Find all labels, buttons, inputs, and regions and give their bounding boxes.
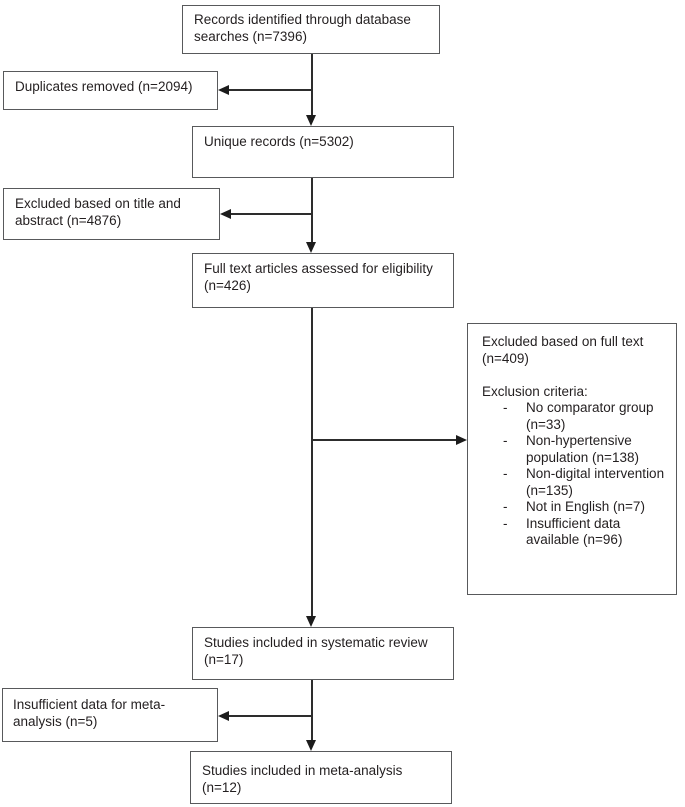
box-excluded-title-abstract: Excluded based on title and abstract (n=…: [3, 188, 220, 240]
arrow-left-icon: [218, 84, 229, 95]
exclusion-criteria-item: - Not in English (n=7): [482, 499, 668, 516]
arrow-down-icon: [306, 115, 316, 126]
arrow-left-icon: [218, 710, 229, 721]
exclusion-criteria-item: - Insufficient data available (n=96): [482, 516, 668, 549]
arrow-down-icon: [306, 740, 316, 751]
connector-branch-insufficient: [229, 715, 312, 717]
connector-branch-title-abstract: [231, 213, 312, 215]
connector-sysreview-to-meta: [311, 680, 313, 741]
list-dash: -: [503, 466, 508, 481]
box-duplicates-removed-label: Duplicates removed (n=2094): [15, 79, 193, 94]
box-systematic-review: Studies included in systematic review (n…: [192, 627, 454, 680]
arrow-left-icon: [220, 208, 231, 219]
exclusion-criteria-heading: Exclusion criteria:: [482, 383, 588, 399]
box-fulltext-assessed-label: Full text articles assessed for eligibil…: [204, 261, 433, 293]
connector-fulltext-to-sysreview: [311, 308, 313, 617]
box-records-identified-label: Records identified through database sear…: [194, 12, 411, 44]
box-meta-analysis: Studies included in meta-analysis (n=12): [190, 751, 452, 804]
exclusion-criteria-item-label: Not in English (n=7): [526, 499, 645, 514]
box-meta-analysis-label: Studies included in meta-analysis (n=12): [202, 763, 403, 795]
connector-records-to-unique: [311, 54, 313, 116]
arrow-down-icon: [306, 242, 316, 253]
exclusion-criteria-item: - Non-digital intervention (n=135): [482, 466, 668, 499]
exclusion-criteria-item: - No comparator group (n=33): [482, 400, 668, 433]
list-dash: -: [503, 433, 508, 448]
box-excluded-title-abstract-label: Excluded based on title and abstract (n=…: [15, 196, 181, 228]
box-insufficient-meta: Insufficient data for meta-analysis (n=5…: [2, 688, 218, 742]
box-insufficient-meta-label: Insufficient data for meta-analysis (n=5…: [13, 697, 166, 729]
box-excluded-fulltext: Excluded based on full text (n=409) Excl…: [467, 323, 677, 595]
exclusion-criteria-list: - No comparator group (n=33) - Non-hyper…: [482, 400, 668, 549]
exclusion-criteria-item-label: Non-digital intervention (n=135): [526, 466, 665, 498]
exclusion-criteria-item-label: No comparator group (n=33): [526, 400, 654, 432]
list-dash: -: [503, 400, 508, 415]
box-unique-records: Unique records (n=5302): [192, 126, 454, 178]
list-dash: -: [503, 499, 508, 514]
box-duplicates-removed: Duplicates removed (n=2094): [3, 71, 218, 110]
connector-branch-fulltext-excluded: [311, 439, 456, 441]
connector-branch-duplicates: [229, 89, 312, 91]
exclusion-criteria-item-label: Insufficient data available (n=96): [526, 515, 623, 548]
exclusion-criteria-item: - Non-hypertensive population (n=138): [482, 433, 668, 466]
arrow-down-icon: [306, 616, 316, 627]
box-unique-records-label: Unique records (n=5302): [204, 134, 354, 149]
list-dash: -: [503, 515, 508, 531]
box-systematic-review-label: Studies included in systematic review (n…: [204, 635, 428, 667]
box-records-identified: Records identified through database sear…: [182, 5, 440, 54]
exclusion-criteria-item-label: Non-hypertensive population (n=138): [526, 433, 639, 465]
box-excluded-fulltext-label: Excluded based on full text (n=409): [482, 334, 644, 366]
arrow-right-icon: [456, 434, 467, 445]
connector-unique-to-fulltext: [311, 178, 313, 242]
box-fulltext-assessed: Full text articles assessed for eligibil…: [192, 253, 454, 308]
